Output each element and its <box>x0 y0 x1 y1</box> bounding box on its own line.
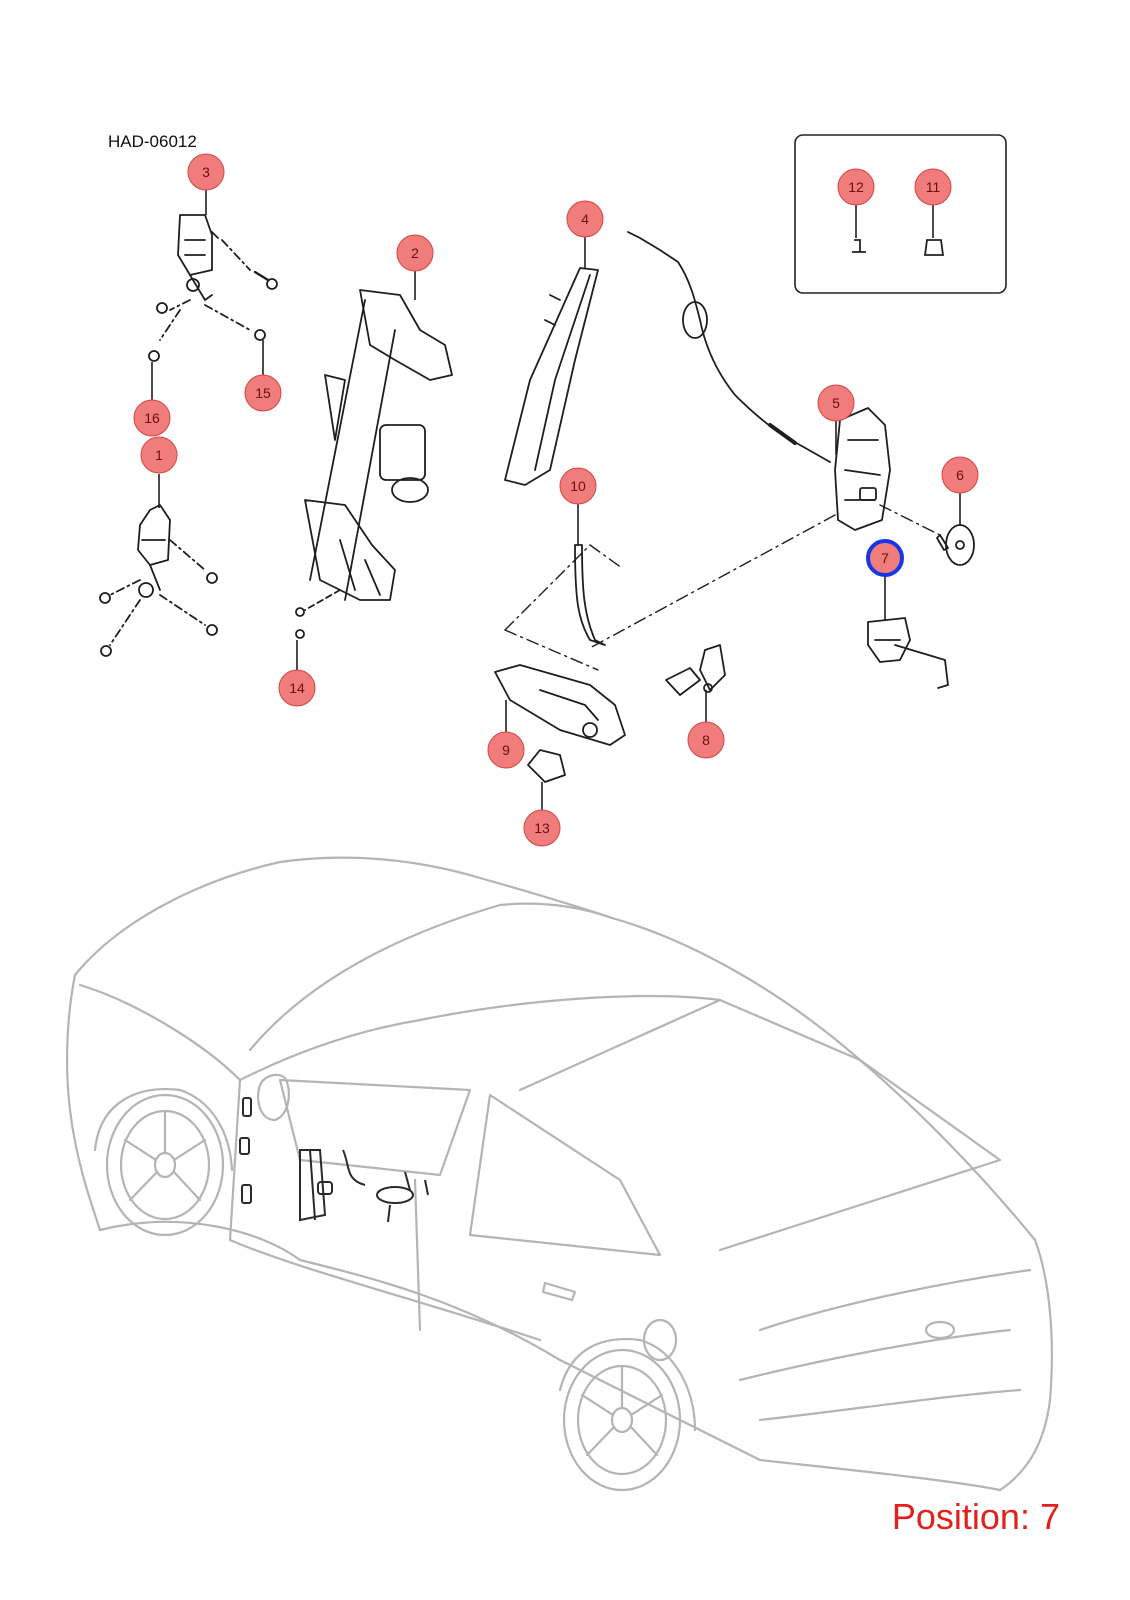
svg-text:5: 5 <box>832 395 840 411</box>
parts <box>99 214 975 783</box>
door-parts-on-car <box>239 1097 429 1223</box>
callout-2[interactable]: 2 <box>396 234 434 272</box>
position-value: 7 <box>1039 1496 1060 1537</box>
callout-13[interactable]: 13 <box>523 809 561 847</box>
callout-3[interactable]: 3 <box>187 153 225 191</box>
svg-text:6: 6 <box>956 467 964 483</box>
svg-text:4: 4 <box>581 211 589 227</box>
svg-text:11: 11 <box>926 179 941 195</box>
callout-7[interactable]: 7 <box>866 539 904 577</box>
lower-hinge <box>99 504 218 657</box>
svg-text:2: 2 <box>411 245 419 261</box>
outside-handle <box>494 664 626 746</box>
assembly-lines <box>504 504 941 671</box>
window-regulator <box>295 289 453 639</box>
svg-text:16: 16 <box>144 410 160 426</box>
callout-12[interactable]: 12 <box>837 168 875 206</box>
callout-10[interactable]: 10 <box>559 467 597 505</box>
key-cylinder-cap <box>527 749 566 783</box>
svg-text:14: 14 <box>289 680 305 696</box>
lock-cylinder <box>665 644 726 696</box>
door-check <box>867 617 949 689</box>
upper-hinge <box>148 214 278 362</box>
svg-text:8: 8 <box>702 732 710 748</box>
callout-5[interactable]: 5 <box>817 384 855 422</box>
svg-text:1: 1 <box>155 447 163 463</box>
svg-text:13: 13 <box>534 820 550 836</box>
diagram-code: HAD-06012 <box>108 132 197 151</box>
callout-1[interactable]: 1 <box>140 436 178 474</box>
callout-15[interactable]: 15 <box>244 374 282 412</box>
callouts: 1 2 3 4 5 6 7 8 9 10 11 12 13 14 15 16 <box>133 153 979 847</box>
position-readout: Position: 7 <box>892 1496 1060 1538</box>
weather-seal <box>574 544 606 646</box>
svg-text:15: 15 <box>255 385 271 401</box>
door-latch <box>834 407 891 531</box>
car-outline <box>65 856 1053 1492</box>
callout-8[interactable]: 8 <box>687 721 725 759</box>
callout-leaders <box>151 190 961 810</box>
callout-11[interactable]: 11 <box>914 168 952 206</box>
glass-run-channel <box>504 267 599 486</box>
svg-text:3: 3 <box>202 164 210 180</box>
svg-text:12: 12 <box>848 179 864 195</box>
position-label: Position: <box>891 1496 1030 1537</box>
release-cable <box>627 231 831 463</box>
callout-6[interactable]: 6 <box>941 456 979 494</box>
svg-text:10: 10 <box>570 478 586 494</box>
fastener-inset <box>794 134 1007 294</box>
svg-text:9: 9 <box>502 742 510 758</box>
striker <box>936 524 975 566</box>
callout-9[interactable]: 9 <box>487 731 525 769</box>
callout-16[interactable]: 16 <box>133 399 171 437</box>
svg-text:7: 7 <box>881 550 889 566</box>
callout-4[interactable]: 4 <box>566 200 604 238</box>
callout-14[interactable]: 14 <box>278 669 316 707</box>
